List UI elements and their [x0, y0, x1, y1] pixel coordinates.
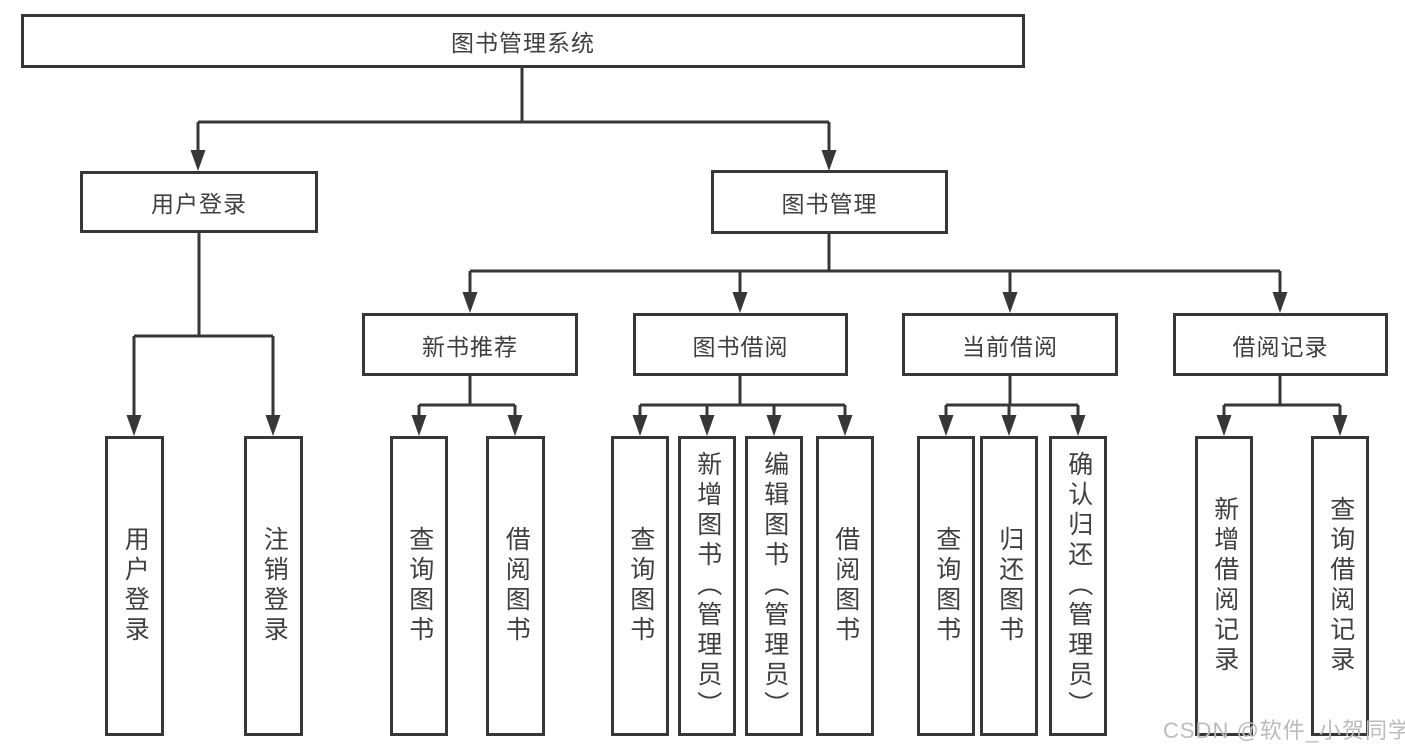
- leaf-label: 用户登录: [121, 526, 150, 646]
- leaf-add-books-admin: 新增图书（管理员）: [678, 436, 736, 736]
- leaf-query-borrow-record: 查询借阅记录: [1311, 436, 1369, 736]
- leaf-label: 归还图书: [995, 526, 1024, 646]
- leaf-label: 借阅图书: [502, 526, 531, 646]
- node-label: 借阅记录: [1232, 333, 1329, 360]
- node-label: 新书推荐: [422, 333, 518, 360]
- node-book-management: 图书管理: [711, 170, 948, 234]
- leaf-logout: 注销登录: [244, 436, 303, 736]
- arrowheads: [126, 150, 1348, 436]
- node-book-borrowing: 图书借阅: [633, 313, 848, 376]
- node-user-login-branch: 用户登录: [80, 171, 318, 233]
- leaf-label: 新增图书（管理员）: [693, 451, 722, 721]
- node-label: 当前借阅: [962, 333, 1058, 360]
- leaf-label: 查询图书: [932, 526, 961, 646]
- node-label: 图书管理: [781, 191, 878, 217]
- leaf-query-books-2: 查询图书: [611, 436, 669, 736]
- leaf-borrow-books-1: 借阅图书: [486, 436, 545, 736]
- leaf-label: 借阅图书: [831, 526, 860, 646]
- leaf-label: 查询图书: [626, 526, 655, 646]
- node-label: 用户登录: [151, 191, 247, 217]
- node-library-system: 图书管理系统: [21, 14, 1025, 68]
- leaf-label: 新增借阅记录: [1210, 496, 1239, 676]
- leaf-edit-books-admin: 编辑图书（管理员）: [745, 436, 803, 736]
- node-new-book-recommend: 新书推荐: [362, 313, 578, 376]
- node-borrow-records: 借阅记录: [1173, 313, 1388, 376]
- leaf-confirm-return-admin: 确认归还（管理员）: [1049, 436, 1107, 736]
- leaf-add-borrow-record: 新增借阅记录: [1195, 436, 1253, 736]
- leaf-label: 编辑图书（管理员）: [760, 451, 789, 721]
- leaf-query-books-1: 查询图书: [390, 436, 448, 736]
- node-current-borrowing: 当前借阅: [902, 313, 1118, 376]
- leaf-return-books: 归还图书: [980, 436, 1038, 736]
- csdn-watermark: CSDN @软件_小贺同学: [1163, 718, 1405, 743]
- node-label: 图书借阅: [692, 333, 789, 360]
- leaf-borrow-books-2: 借阅图书: [816, 436, 874, 736]
- node-label: 图书管理系统: [451, 30, 595, 56]
- leaf-label: 注销登录: [260, 526, 289, 646]
- leaf-label: 确认归还（管理员）: [1064, 451, 1093, 721]
- leaf-label: 查询借阅记录: [1326, 496, 1355, 676]
- leaf-label: 查询图书: [405, 526, 434, 646]
- leaf-query-books-3: 查询图书: [917, 436, 975, 736]
- leaf-user-login: 用户登录: [105, 436, 164, 736]
